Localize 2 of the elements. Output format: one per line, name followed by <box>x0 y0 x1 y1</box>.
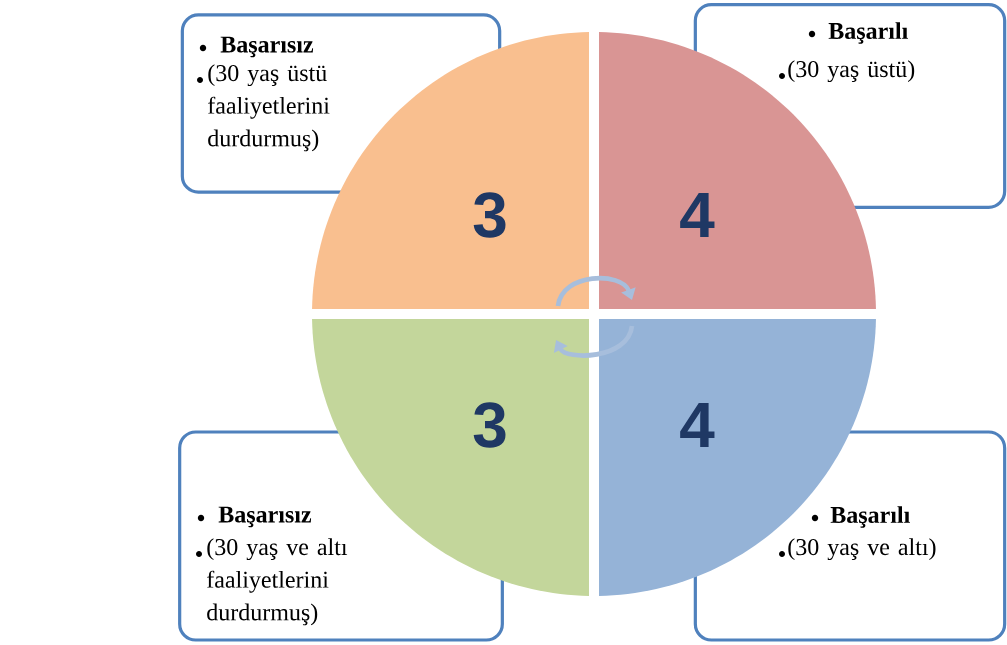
curved-arrow <box>555 275 636 307</box>
curved-arrow <box>553 325 635 358</box>
